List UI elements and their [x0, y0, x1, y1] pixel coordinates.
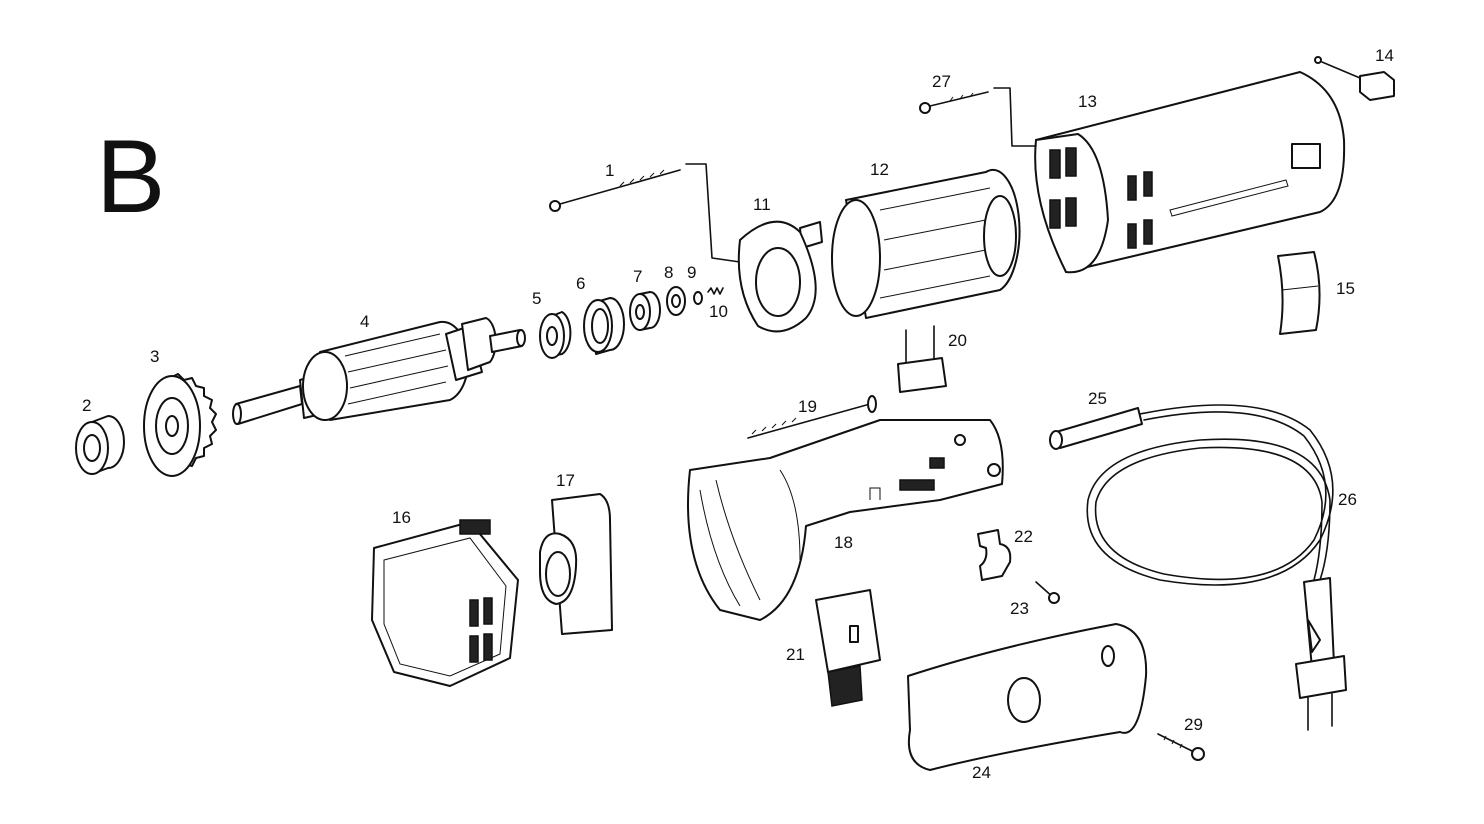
label-21: 21 — [786, 645, 805, 664]
part-washer-8 — [666, 286, 686, 316]
label-19: 19 — [798, 397, 817, 416]
part-screw-19 — [747, 395, 877, 439]
part-plate-11 — [737, 220, 823, 333]
label-18: 18 — [834, 533, 853, 552]
figure-letter: B — [96, 119, 165, 235]
part-screw-29 — [1157, 733, 1205, 761]
part-capacitor-20 — [897, 325, 947, 393]
part-labels: 1 2 3 4 5 6 7 8 9 10 11 12 13 14 15 16 1… — [82, 46, 1394, 782]
label-12: 12 — [870, 160, 889, 179]
part-housing-13 — [1034, 71, 1346, 274]
part-armature-4 — [232, 317, 526, 425]
label-9: 9 — [687, 263, 696, 282]
part-washer-7 — [629, 291, 661, 331]
part-spring-10 — [707, 287, 724, 295]
label-3: 3 — [150, 347, 159, 366]
part-bearing-5 — [539, 311, 572, 359]
part-switch-15 — [1277, 251, 1321, 335]
part-stator-12 — [831, 168, 1021, 319]
label-24: 24 — [972, 763, 991, 782]
label-25: 25 — [1088, 389, 1107, 408]
part-ring-9 — [693, 291, 703, 305]
part-screw-23 — [1035, 581, 1060, 604]
part-fan-17 — [539, 493, 613, 635]
label-1: 1 — [605, 161, 614, 180]
part-screw-27 — [919, 87, 1037, 147]
label-17: 17 — [556, 471, 575, 490]
label-22: 22 — [1014, 527, 1033, 546]
label-6: 6 — [576, 274, 585, 293]
label-27: 27 — [932, 72, 951, 91]
label-7: 7 — [633, 267, 642, 286]
part-cover-24 — [907, 623, 1148, 771]
label-10: 10 — [709, 302, 728, 321]
label-5: 5 — [532, 289, 541, 308]
part-screw-1 — [549, 163, 741, 263]
part-bearing-2 — [75, 415, 125, 475]
part-brush-14 — [1314, 56, 1395, 101]
part-power-cord-26 — [1086, 404, 1347, 731]
part-gear-3 — [143, 373, 217, 477]
label-29: 29 — [1184, 715, 1203, 734]
label-23: 23 — [1010, 599, 1029, 618]
part-switch-21 — [815, 589, 881, 707]
part-handle-18 — [687, 419, 1004, 621]
part-cable-sleeve-25 — [1049, 407, 1143, 450]
label-13: 13 — [1078, 92, 1097, 111]
part-clamp-22 — [977, 529, 1012, 581]
label-14: 14 — [1375, 46, 1394, 65]
part-fan-housing-16 — [371, 519, 519, 687]
label-15: 15 — [1336, 279, 1355, 298]
label-26: 26 — [1338, 490, 1357, 509]
label-20: 20 — [948, 331, 967, 350]
label-2: 2 — [82, 396, 91, 415]
part-bearing-6 — [583, 297, 625, 355]
label-4: 4 — [360, 312, 369, 331]
label-11: 11 — [753, 195, 771, 214]
label-16: 16 — [392, 508, 411, 527]
label-8: 8 — [664, 263, 673, 282]
